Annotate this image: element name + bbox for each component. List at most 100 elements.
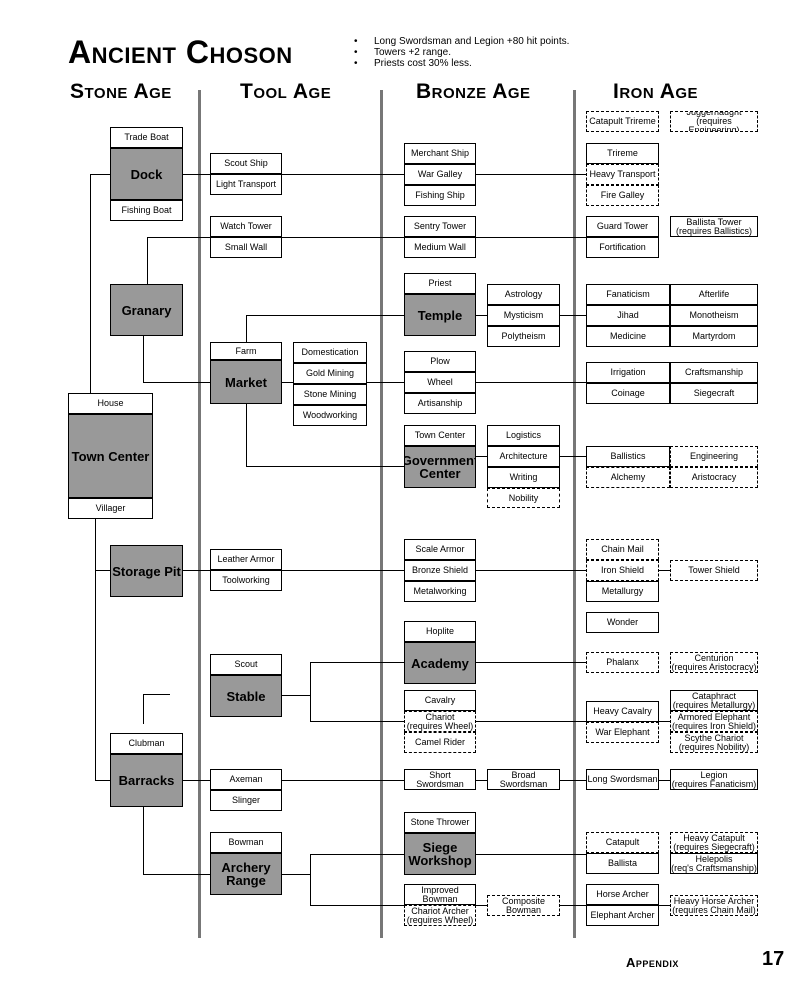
node-label: Catapult [605,837,640,847]
node-heavy-cavalry: Heavy Cavalry [586,701,659,722]
node-label: Barracks [118,773,175,788]
node-label: Chariot [425,711,455,722]
node-label: Bowman [422,893,458,904]
node-fishing-boat: Fishing Boat [110,200,183,221]
node-label: (requires Wheel) [406,914,474,925]
node-legion: Legion(requires Fanaticism) [670,769,758,790]
node-label: Leather Armor [217,554,275,564]
node-house: House [68,393,153,414]
node-scythe-chariot: Scythe Chariot(requires Nobility) [670,732,758,753]
footer-section-label: Appendix [626,955,679,970]
node-label: (requires Nobility) [678,741,750,752]
age-header-bronze: Bronze Age [416,80,531,103]
node-medium-wall: Medium Wall [404,237,476,258]
node-fire-galley: Fire Galley [586,185,659,206]
node-catapult: Catapult [586,832,659,853]
node-bronze-shield: Bronze Shield [404,560,476,581]
node-centurion: Centurion(requires Aristocracy) [670,652,758,673]
civ-bonus-1: Long Swordsman and Legion +80 hit points… [354,36,569,47]
node-phalanx: Phalanx [586,652,659,673]
node-horse-archer: Horse Archer [586,884,659,905]
node-heavy-catapult: Heavy Catapult(requires Siegecraft) [670,832,758,853]
node-label: Cavalry [424,695,456,705]
node-label: Nobility [508,492,539,503]
node-label: Tower Shield [688,565,740,575]
node-label: Monotheism [689,310,739,320]
node-label: Metallurgy [601,586,644,596]
node-label: Horse Archer [596,889,649,899]
node-label: Villager [95,503,126,513]
node-ballista-tower: Ballista Tower(requires Ballistics) [670,216,758,237]
node-label: Writing [509,472,538,482]
node-short-swordsman: Short Swordsman [404,769,476,790]
node-storage-pit: Storage Pit [110,545,183,597]
node-market: Market [210,360,282,404]
node-irrigation: Irrigation [586,362,670,383]
node-label: Archery [221,860,271,875]
civ-bonus-3: Priests cost 30% less. [354,58,569,69]
node-helepolis: Helepolis(req's Craftsmanship) [670,853,758,874]
node-label: (requires Siegecraft) [673,841,755,852]
node-label: Fire Galley [600,190,645,200]
node-academy: Academy [404,642,476,684]
node-label: Priest [428,278,452,288]
node-juggernaught: Juggernaught(requires Engineering) [670,111,758,132]
node-label: Trade Boat [124,132,169,142]
node-label: Logistics [505,430,541,440]
node-bowman: Bowman [210,832,282,853]
node-label: Fanaticism [606,289,650,299]
node-label: War Elephant [595,727,650,737]
node-label: Chain Mail [601,544,644,554]
node-label: (requires Ballistics) [675,225,753,236]
node-coinage: Coinage [586,383,670,404]
node-town-center-2: Town Center [404,425,476,446]
age-divider-bronze [380,90,383,938]
node-priest: Priest [404,273,476,294]
node-label: Plow [430,356,450,366]
node-afterlife: Afterlife [670,284,758,305]
node-hoplite: Hoplite [404,621,476,642]
node-label: Scale Armor [415,544,465,554]
node-label: Catapult Trireme [589,116,656,126]
node-label: Government [404,453,476,468]
node-label: Cataphract [691,690,737,701]
node-chariot-archer: Chariot Archer(requires Wheel) [404,905,476,926]
node-label: Aristocracy [691,472,737,482]
node-label: Wheel [427,377,453,387]
node-war-galley: War Galley [404,164,476,185]
node-domestication: Domestication [293,342,367,363]
node-label: Academy [411,655,469,671]
age-header-tool: Tool Age [240,80,332,103]
node-fanaticism: Fanaticism [586,284,670,305]
node-tower-shield: Tower Shield [670,560,758,581]
node-label: Elephant Archer [590,910,655,920]
node-label: Stable [226,688,266,704]
node-label: Scythe Chariot [684,732,744,743]
node-label: Scout [234,659,258,669]
node-label: Engineering [689,451,739,461]
node-label: Woodworking [302,410,358,420]
node-label: Storage Pit [112,563,181,579]
node-label: Polytheism [501,331,546,341]
age-header-stone: Stone Age [70,80,172,103]
node-trade-boat: Trade Boat [110,127,183,148]
node-ballistics: Ballistics [586,446,670,467]
node-label: Ballistics [610,451,646,461]
node-label: Juggernaught [686,111,742,117]
node-label: Guard Tower [596,221,649,231]
node-jihad: Jihad [586,305,670,326]
node-woodworking: Woodworking [293,405,367,426]
node-label: Medicine [609,331,647,341]
node-town-center: Town Center [68,414,153,498]
node-label: Swordsman [499,778,548,789]
node-heavy-transport: Heavy Transport [586,164,659,185]
node-artisanship: Artisanship [404,393,476,414]
node-scale-armor: Scale Armor [404,539,476,560]
node-chariot: Chariot(requires Wheel) [404,711,476,732]
node-alchemy: Alchemy [586,467,670,488]
node-label: Fortification [599,242,646,252]
node-label: Farm [235,345,257,356]
node-logistics: Logistics [487,425,560,446]
node-label: Watch Tower [220,221,272,231]
node-label: Ballista Tower [686,216,742,227]
